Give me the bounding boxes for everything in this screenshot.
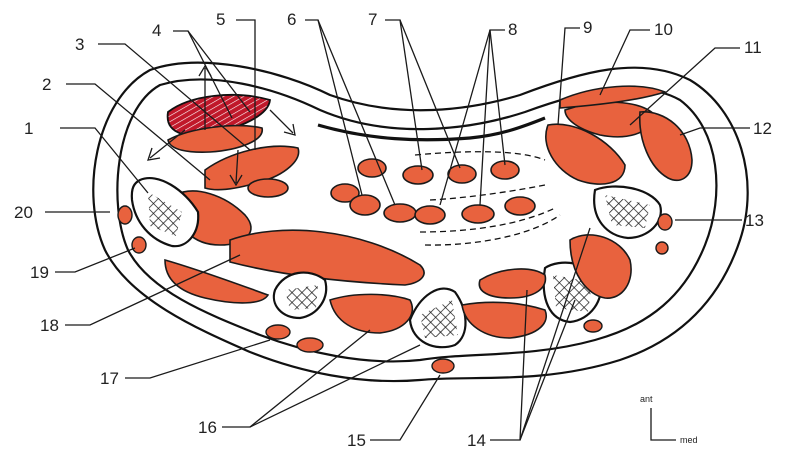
orientation-ant-label: ant: [640, 394, 653, 404]
label-2: 2: [42, 75, 51, 94]
label-5: 5: [216, 10, 225, 29]
muscle-oval-9: [462, 205, 494, 223]
muscle-small-oval: [248, 179, 288, 197]
vessel-right-1: [658, 214, 672, 230]
muscle-oval-8: [415, 206, 445, 224]
label-12: 12: [753, 119, 772, 138]
vessel-right-2: [656, 242, 668, 254]
orientation-axes: [651, 408, 676, 440]
label-18: 18: [40, 316, 59, 335]
leader-16b: [250, 345, 420, 427]
label-7: 7: [368, 10, 377, 29]
label-8: 8: [508, 20, 517, 39]
vessel-bottom-1: [266, 325, 290, 339]
muscle-oval-5: [448, 165, 476, 183]
leader-7a: [385, 20, 422, 170]
muscle-oval-7: [384, 204, 416, 222]
label-9: 9: [583, 18, 592, 37]
vessel-left-2: [132, 237, 146, 253]
dashed-line-1: [415, 152, 545, 160]
leader-8b: [490, 30, 505, 165]
leader-19: [55, 248, 135, 272]
leader-15: [370, 375, 440, 440]
label-20: 20: [14, 203, 33, 222]
muscle-lower-center-left: [330, 294, 412, 333]
muscle-oval-2: [350, 195, 380, 215]
vessel-bottom-3: [432, 359, 454, 373]
label-19: 19: [30, 263, 49, 282]
label-4: 4: [152, 21, 161, 40]
leader-10: [600, 30, 650, 95]
dashed-line-4: [425, 215, 560, 245]
label-1: 1: [24, 119, 33, 138]
muscle-right-3: [640, 112, 692, 180]
label-6: 6: [287, 10, 296, 29]
orientation-med-label: med: [680, 435, 698, 445]
label-11: 11: [744, 38, 762, 57]
muscle-oval-10: [505, 197, 535, 215]
vessel-right-3: [584, 320, 602, 332]
vessel-bottom-2: [297, 338, 323, 352]
label-16: 16: [198, 418, 217, 437]
arrow-right-down: [270, 110, 295, 135]
leader-12: [680, 128, 750, 135]
muscle-lower-center-right: [462, 302, 546, 338]
muscle-oval-4: [403, 166, 433, 184]
muscle-lower-right-oval: [479, 269, 545, 298]
leader-17: [125, 340, 270, 378]
label-14: 14: [467, 431, 486, 450]
vessel-left-1: [118, 206, 132, 224]
label-10: 10: [654, 20, 673, 39]
leader-6b: [318, 20, 395, 205]
label-17: 17: [100, 369, 119, 388]
muscle-central-band: [230, 230, 424, 285]
label-13: 13: [745, 211, 764, 230]
label-15: 15: [347, 431, 366, 450]
leader-7b: [400, 20, 460, 168]
label-3: 3: [75, 35, 84, 54]
